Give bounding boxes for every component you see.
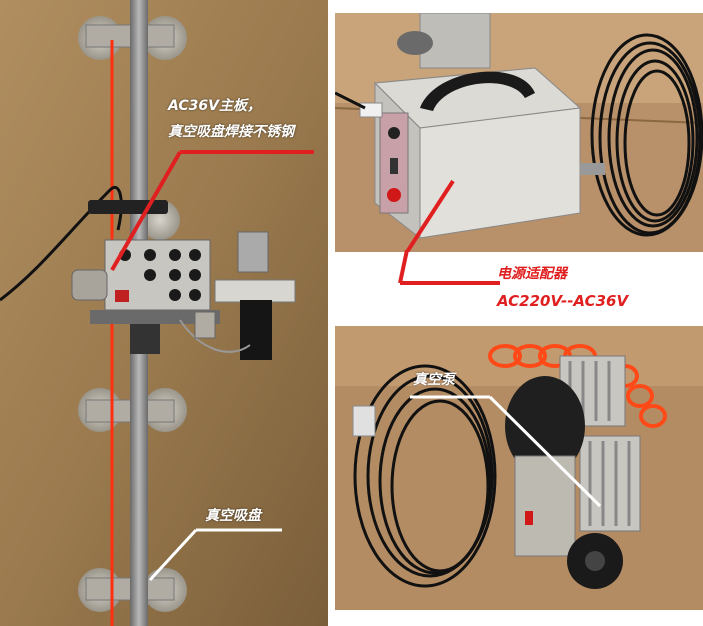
adapter-pointer-tail [398, 250, 500, 285]
pump-pointer-line [488, 395, 602, 508]
main-board-pointer-line [110, 151, 182, 271]
main-board-label-line1: AC36V主板， [168, 98, 261, 114]
power-adapter-label-line1: 电源适配器 [497, 266, 567, 282]
photo-vacuum-pump: 真空泵 [335, 326, 703, 610]
adapter-pointer-line [405, 179, 455, 252]
power-adapter-box [373, 67, 582, 240]
vacuum-pump-label: 真空泵 [413, 372, 455, 388]
photo-rail-carriage: AC36V主板， 真空吸盘焊接不锈钢 真空吸盘 [0, 0, 328, 626]
power-adapter-label-line2: AC220V--AC36V [497, 292, 629, 310]
carriage [71, 200, 296, 360]
photo-power-adapter [335, 13, 703, 252]
vacuum-cup-label: 真空吸盘 [205, 508, 261, 524]
black-cable-coil [353, 364, 497, 588]
main-board-label-line2: 真空吸盘焊接不锈钢 [168, 124, 294, 140]
coiled-cable [590, 33, 703, 237]
vacuum-pump-body [505, 355, 641, 589]
vacuum-cup-pointer-line [148, 528, 198, 582]
